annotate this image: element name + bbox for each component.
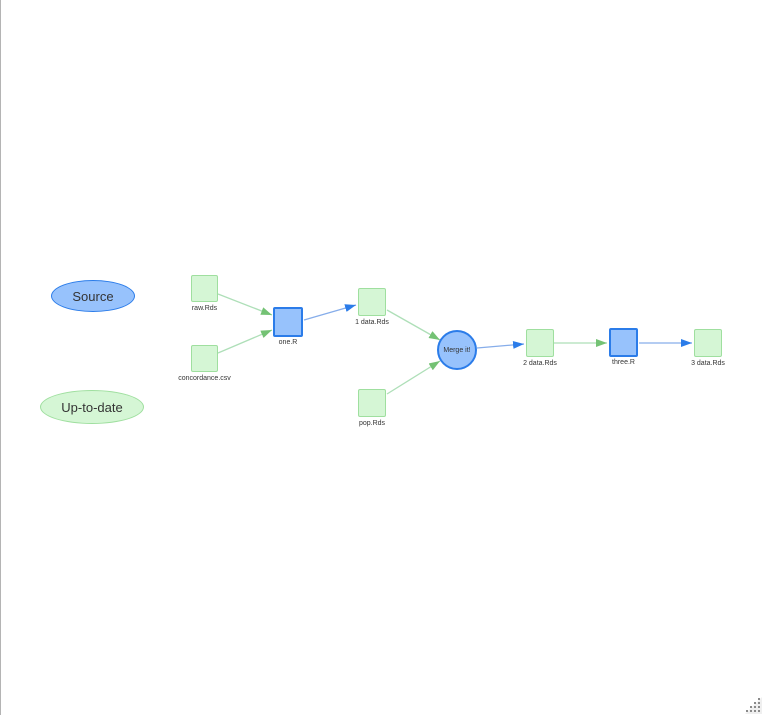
legend-node-up-to-date: Up-to-date — [40, 390, 144, 424]
node-one-r[interactable]: one.R — [273, 307, 303, 346]
node-concordance-csv[interactable]: concordance.csv — [178, 345, 231, 382]
node-1-data-rds[interactable]: 1 data.Rds — [355, 288, 389, 326]
node-label: three.R — [612, 359, 635, 366]
node-label: 2 data.Rds — [523, 360, 557, 367]
edge-raw-rds-to-one-r — [217, 293, 273, 316]
node-label: raw.Rds — [191, 305, 218, 312]
node-label: Merge it! — [443, 346, 471, 354]
edge-concordance-csv-to-one-r — [217, 329, 273, 354]
node-label: 1 data.Rds — [355, 319, 389, 326]
node-raw-rds[interactable]: raw.Rds — [191, 275, 218, 312]
node-three-r[interactable]: three.R — [609, 328, 638, 366]
node-label: concordance.csv — [178, 375, 231, 382]
legend-label-source: Source — [72, 288, 114, 304]
node-merge-it-[interactable]: Merge it! — [437, 330, 477, 370]
node-pop-rds[interactable]: pop.Rds — [358, 389, 386, 427]
resize-grip-icon — [745, 697, 762, 714]
node-label: 3 data.Rds — [691, 360, 725, 367]
pane-left-border — [0, 0, 1, 715]
edge-merge-it--to-2-data-rds — [476, 340, 525, 349]
edge-one-r-to-1-data-rds — [303, 304, 357, 321]
legend-label-up-to-date: Up-to-date — [61, 399, 123, 415]
resize-handle[interactable] — [745, 697, 762, 714]
legend-node-source: Source — [51, 280, 135, 312]
node-3-data-rds[interactable]: 3 data.Rds — [691, 329, 725, 367]
node-label: one.R — [278, 339, 298, 346]
edge-1-data-rds-to-merge-it- — [386, 309, 441, 341]
edge-pop-rds-to-merge-it- — [386, 360, 441, 395]
node-label: pop.Rds — [358, 420, 386, 427]
node-2-data-rds[interactable]: 2 data.Rds — [523, 329, 557, 367]
